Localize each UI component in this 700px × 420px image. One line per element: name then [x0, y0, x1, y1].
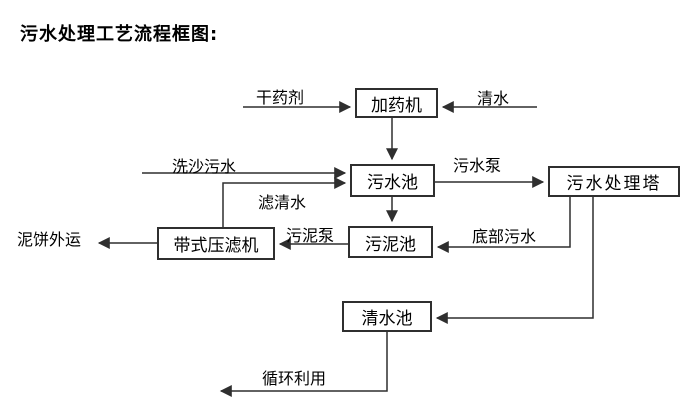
node-clean-water-pool: 清水池: [342, 301, 432, 332]
edge-filtered-water-arrow: [222, 177, 347, 227]
edge-label-mud-cake-out: 泥饼外运: [17, 230, 82, 249]
edge-label-sewage-pump: 污水泵: [453, 156, 502, 175]
node-belt-filter-press-label: 带式压滤机: [173, 236, 259, 256]
page-title: 污水处理工艺流程框图:: [20, 24, 219, 45]
edge-label-dry-chemical: 干药剂: [256, 88, 305, 107]
edge-tower-to-clean: [435, 197, 594, 324]
node-dosing-machine: 加药机: [355, 88, 438, 118]
edge-label-sludge-pump: 污泥泵: [286, 226, 335, 245]
node-sludge-pool-label: 污泥池: [365, 234, 416, 255]
node-clean-water-pool-label: 清水池: [361, 309, 413, 329]
node-sludge-pool: 污泥池: [348, 226, 433, 258]
node-sewage-pool: 污水池: [350, 164, 435, 197]
edge-recycling-arrow: [219, 332, 388, 397]
edge-label-recycling: 循环利用: [262, 369, 327, 388]
node-belt-filter-press: 带式压滤机: [157, 227, 275, 260]
edge-label-filtered-water: 滤清水: [258, 193, 307, 212]
edge-label-clean-water: 清水: [477, 89, 510, 108]
node-treatment-tower-label: 污水处理塔: [566, 174, 662, 194]
node-sewage-pool-label: 污水池: [367, 173, 418, 193]
node-dosing-machine-label: 加药机: [371, 95, 422, 116]
edge-label-sand-washing-sewage: 洗沙污水: [172, 157, 237, 176]
edge-label-bottom-sewage: 底部污水: [472, 227, 537, 246]
edge-bottom-sewage-arrow: [436, 197, 571, 253]
node-treatment-tower: 污水处理塔: [548, 166, 680, 197]
